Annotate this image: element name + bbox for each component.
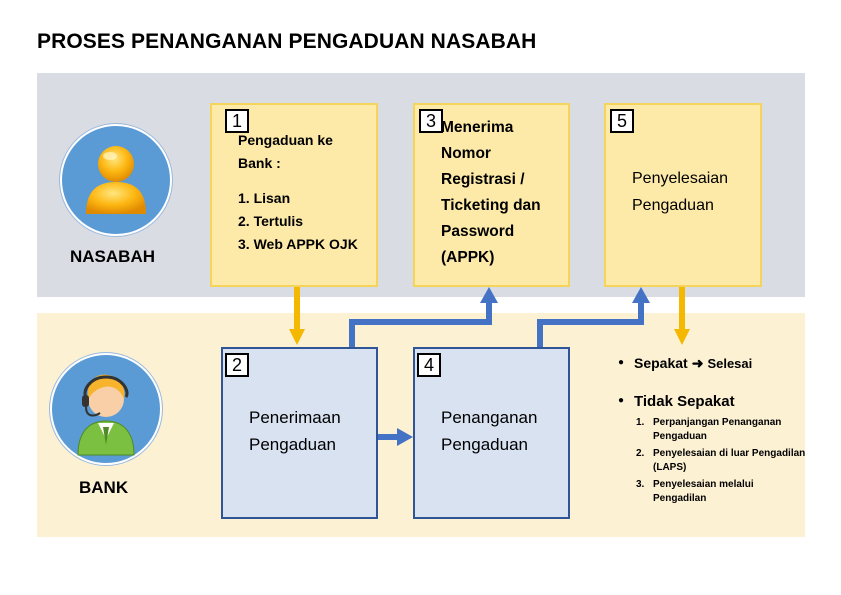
step-5-box: 5 Penyelesaian Pengaduan: [604, 103, 762, 287]
arrow-5-to-outcomes: [674, 287, 690, 345]
list-item: 2.Penyelesaian di luar Pengadilan (LAPS): [636, 448, 806, 473]
step-1-heading: Pengaduan ke Bank :: [238, 132, 333, 171]
step-4-text: Penanganan Pengaduan: [441, 408, 538, 454]
agree-label: Sepakat: [634, 355, 688, 371]
step-4-box: 4 Penanganan Pengaduan: [413, 347, 570, 519]
outcome-disagree: Tidak Sepakat: [618, 391, 808, 412]
customer-avatar-icon: [60, 124, 172, 236]
list-item: 3.Penyelesaian melalui Pengadilan: [636, 479, 754, 504]
step-1-box: 1 Pengaduan ke Bank : 1. Lisan 2. Tertul…: [210, 103, 378, 287]
step-2-text: Penerimaan Pengaduan: [249, 408, 341, 454]
step-2-number: 2: [225, 353, 249, 377]
nasabah-label: NASABAH: [70, 247, 155, 266]
step-5-text: Penyelesaian Pengaduan: [632, 170, 729, 214]
arrow-4-to-5: [537, 287, 650, 347]
step-1-channel-list: 1. Lisan 2. Tertulis 3. Web APPK OJK: [238, 187, 358, 256]
call-center-agent-icon: [50, 353, 162, 465]
step-3-text: Menerima Nomor Registrasi / Ticketing da…: [441, 119, 541, 266]
arrow-2-to-4: [378, 428, 413, 446]
right-arrow-icon: ➜: [691, 355, 704, 371]
outcome-agree: Sepakat➜Selesai: [618, 353, 808, 374]
arrow-1-to-2: [289, 287, 305, 345]
list-item: 2. Tertulis: [238, 213, 304, 229]
step-4-number: 4: [417, 353, 441, 377]
step-3-number: 3: [419, 109, 443, 133]
bank-label: BANK: [79, 478, 129, 497]
step-1-number: 1: [225, 109, 249, 133]
arrow-2-to-3: [349, 287, 498, 347]
agree-result: Selesai: [707, 356, 753, 371]
step-3-box: 3 Menerima Nomor Registrasi / Ticketing …: [413, 103, 570, 287]
disagree-label: Tidak Sepakat: [634, 393, 735, 410]
page-title: PROSES PENANGANAN PENGADUAN NASABAH: [37, 30, 537, 53]
step-5-number: 5: [610, 109, 634, 133]
list-item: 3. Web APPK OJK: [238, 236, 358, 252]
step-2-box: 2 Penerimaan Pengaduan: [221, 347, 378, 519]
list-item: 1. Lisan: [238, 190, 291, 206]
disagree-options-list: 1.Perpanjangan Penanganan Pengaduan 2.Pe…: [636, 416, 808, 506]
outcome-panel: Sepakat➜Selesai Tidak Sepakat 1.Perpanja…: [618, 353, 808, 509]
list-item: 1.Perpanjangan Penanganan Pengaduan: [636, 417, 782, 442]
